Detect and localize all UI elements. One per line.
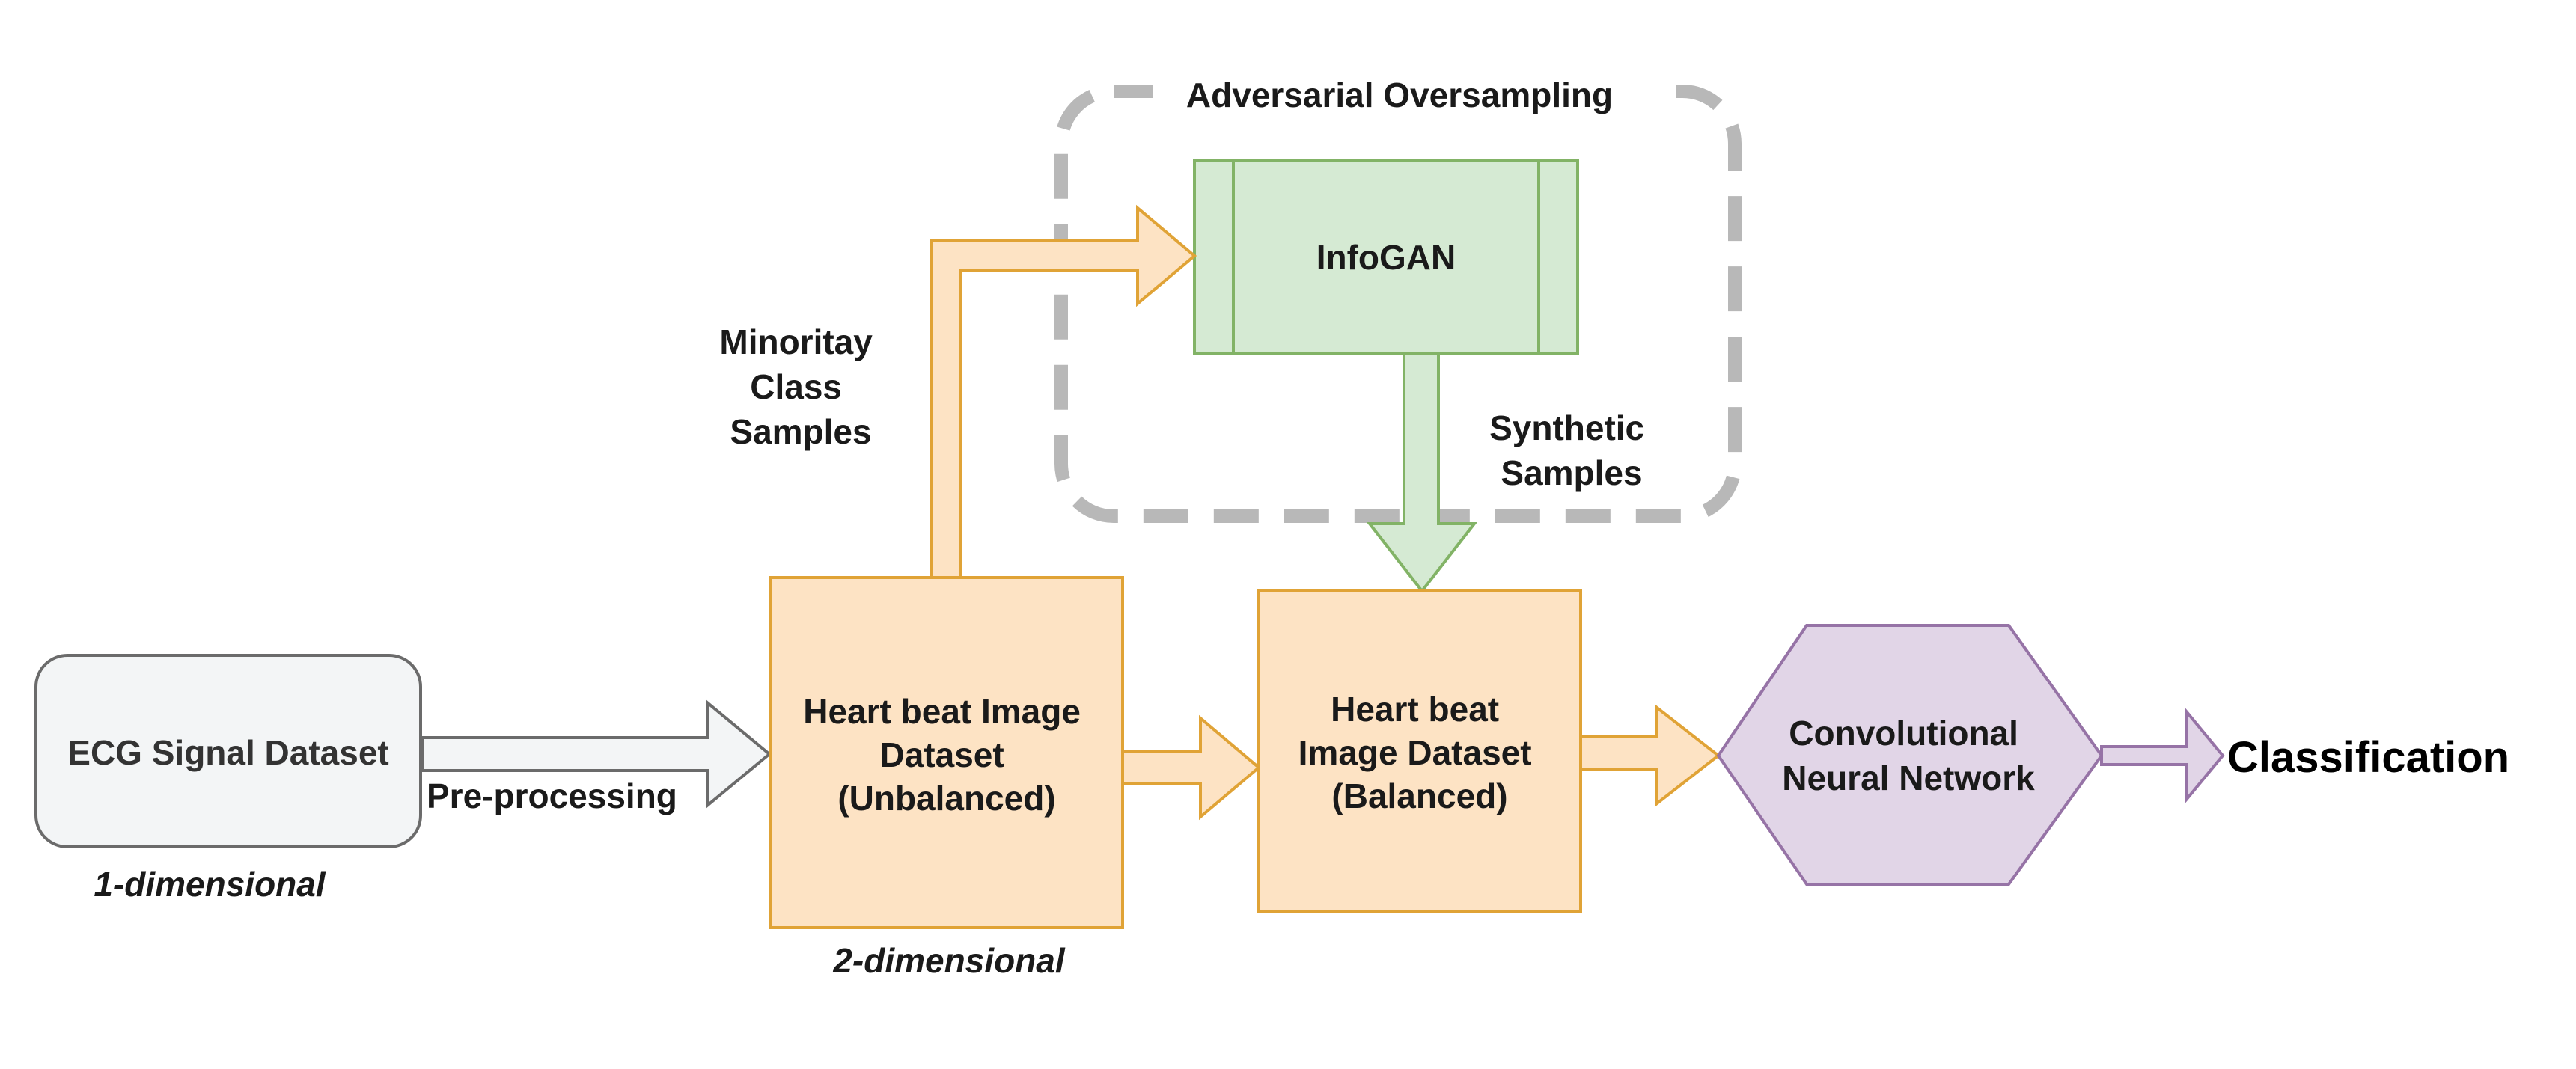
infogan-label: InfoGAN [1316, 238, 1456, 277]
preprocessing-arrow [421, 699, 772, 809]
cnn-node: Convolutional Neural Network [1716, 624, 2104, 886]
two-dimensional-annotation: 2-dimensional [832, 941, 1066, 980]
group-title-backdrop [1153, 69, 1654, 120]
one-dimensional-annotation: 1-dimensional [94, 865, 326, 904]
minority-samples-label: Minoritay Class Samples [719, 322, 882, 451]
balanced-dataset-label: Heart beat Image Dataset (Balanced) [1298, 690, 1542, 815]
cnn-to-classification-arrow [2100, 708, 2225, 803]
preprocessing-label: Pre-processing [427, 777, 677, 815]
unbalanced-dataset-node: Heart beat Image Dataset (Unbalanced) [769, 576, 1124, 929]
synthetic-samples-label: Synthetic Samples [1489, 408, 1654, 492]
infogan-node: InfoGAN [1193, 159, 1579, 355]
balanced-to-cnn-arrow [1579, 704, 1721, 807]
group-title: Adversarial Oversampling [1186, 76, 1613, 114]
minority-samples-arrow [930, 204, 1197, 579]
balanced-dataset-node: Heart beat Image Dataset (Balanced) [1257, 589, 1582, 913]
ecg-dataset-label: ECG Signal Dataset [67, 733, 388, 772]
ecg-dataset-node: ECG Signal Dataset [34, 654, 422, 848]
cnn-label: Convolutional Neural Network [1782, 714, 2035, 797]
classification-output: Classification [2227, 733, 2509, 782]
unbalanced-to-balanced-arrow [1121, 714, 1262, 821]
unbalanced-dataset-label: Heart beat Image Dataset (Unbalanced) [803, 692, 1090, 818]
synthetic-samples-arrow [1366, 352, 1478, 594]
